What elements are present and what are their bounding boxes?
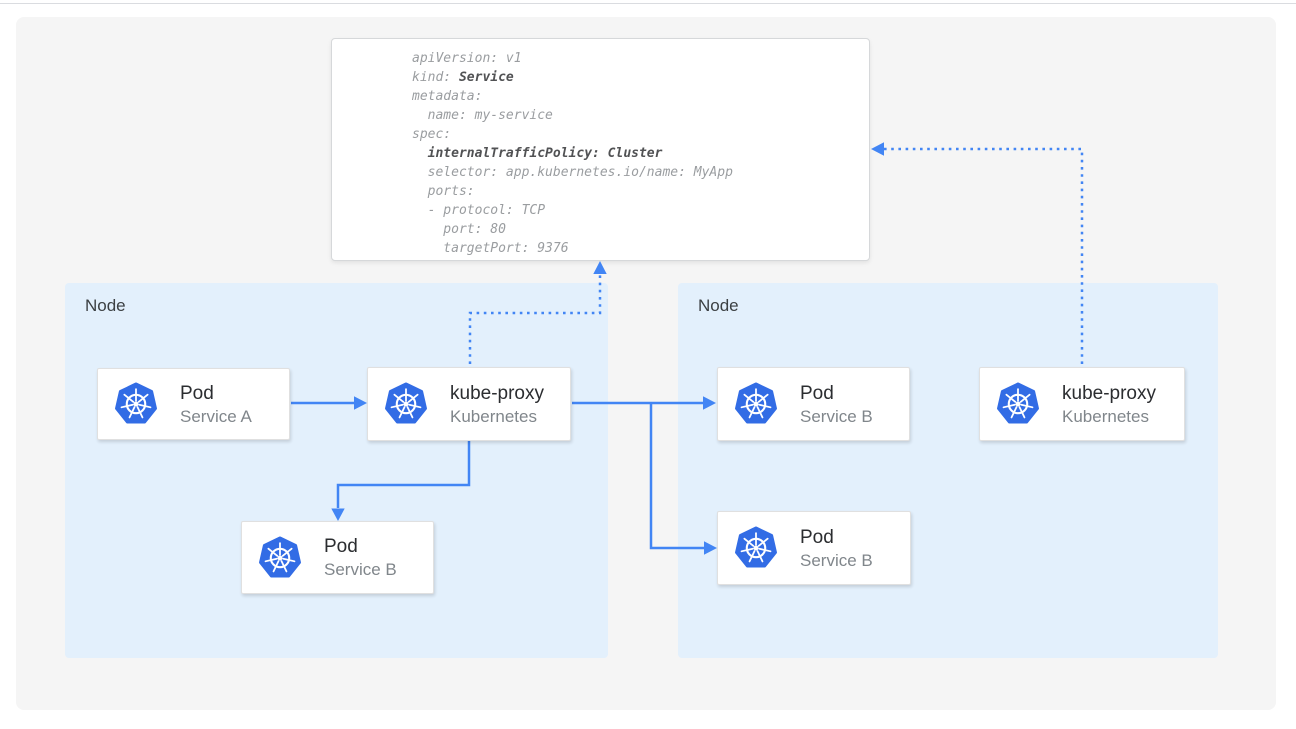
node-box-right: Node: [678, 283, 1218, 658]
kubernetes-icon: [734, 382, 778, 426]
yaml-line: selector: app.kubernetes.io/name: MyApp: [412, 165, 733, 180]
card-pod-service-b-node1: Pod Service B: [241, 521, 434, 594]
yaml-line: spec:: [412, 127, 452, 142]
top-border-line: [0, 3, 1296, 4]
card-subtitle: Service A: [180, 406, 252, 426]
card-subtitle: Service B: [800, 550, 873, 570]
card-title: Pod: [180, 382, 214, 404]
card-subtitle: Kubernetes: [1062, 406, 1149, 426]
kubernetes-icon: [258, 536, 302, 580]
yaml-line: targetPort: 9376: [412, 241, 569, 256]
yaml-line: apiVersion: v1: [412, 51, 522, 66]
card-kube-proxy-node2: kube-proxy Kubernetes: [979, 367, 1185, 441]
kubernetes-icon: [384, 382, 428, 426]
card-subtitle: Service B: [800, 406, 873, 426]
service-yaml-box: apiVersion: v1 kind: Service metadata: nam…: [331, 38, 870, 261]
node-label: Node: [698, 296, 739, 315]
node-box-left: Node: [65, 283, 608, 658]
yaml-line: name: my-service: [412, 108, 553, 123]
kubernetes-icon: [996, 382, 1040, 426]
card-title: Pod: [800, 526, 834, 548]
yaml-line: internalTrafficPolicy: Cluster: [427, 146, 663, 161]
card-subtitle: Kubernetes: [450, 406, 537, 426]
card-subtitle: Service B: [324, 560, 397, 579]
yaml-line: ports:: [412, 184, 475, 199]
card-pod-service-b-node2-bottom: Pod Service B: [717, 511, 911, 585]
card-pod-service-a: Pod Service A: [97, 368, 290, 440]
kubernetes-icon: [114, 382, 158, 426]
yaml-line: - protocol: TCP: [412, 203, 546, 218]
card-title: Pod: [800, 382, 834, 404]
node-label: Node: [85, 296, 126, 315]
yaml-code: apiVersion: v1 kind: Service metadata: nam…: [412, 49, 733, 258]
yaml-line: metadata:: [412, 89, 483, 104]
yaml-line: kind: Service: [412, 70, 514, 85]
card-title: Pod: [324, 536, 358, 557]
card-pod-service-b-node2-top: Pod Service B: [717, 367, 910, 441]
yaml-line: port: 80: [412, 222, 506, 237]
card-title: kube-proxy: [450, 382, 544, 404]
card-title: kube-proxy: [1062, 382, 1156, 404]
kubernetes-icon: [734, 526, 778, 570]
card-kube-proxy-node1: kube-proxy Kubernetes: [367, 367, 571, 441]
